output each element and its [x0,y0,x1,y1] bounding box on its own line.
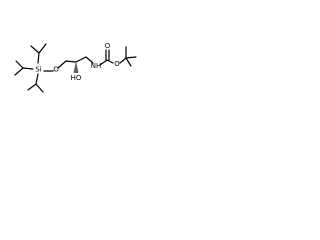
structure-diagram: Si O HO NH O O [0,0,152,152]
bond-upper-me1 [30,45,40,54]
bond-group [14,43,137,93]
molecule-drawing: Si O HO NH O O [14,42,137,93]
bond-ch-oh-hashed [73,63,79,73]
atom-si: Si [35,66,41,74]
bond-o-ch2 [57,60,67,69]
bond-upper-me2 [38,43,47,54]
bond-left-me1 [15,60,24,69]
bond-n-carbonyl [99,59,108,66]
atom-hydroxyl: HO [71,74,82,82]
bond-ch2-ch [65,60,77,63]
atom-labels: Si O HO NH O O [35,42,120,82]
bond-lower-me1 [35,83,44,93]
bond-si-c-lower [35,73,39,85]
bond-si-c-left [22,67,34,70]
atom-ester-o: O [114,60,120,68]
bond-ctert-me3 [125,57,132,67]
bond-ctert-me2 [125,56,137,59]
bond-carbonyl-ester-o [106,59,114,64]
bond-ester-o-ctert [119,57,127,64]
bond-ch-ch2b [75,56,87,63]
bond-left-me2 [14,67,24,76]
atom-amine: NH [91,62,102,70]
bond-ch2b-n [85,56,94,64]
bond-lower-me2 [27,83,37,91]
atom-ether-o: O [53,66,59,74]
atom-carbonyl-o: O [105,42,111,50]
bond-si-c-upper [37,52,40,64]
